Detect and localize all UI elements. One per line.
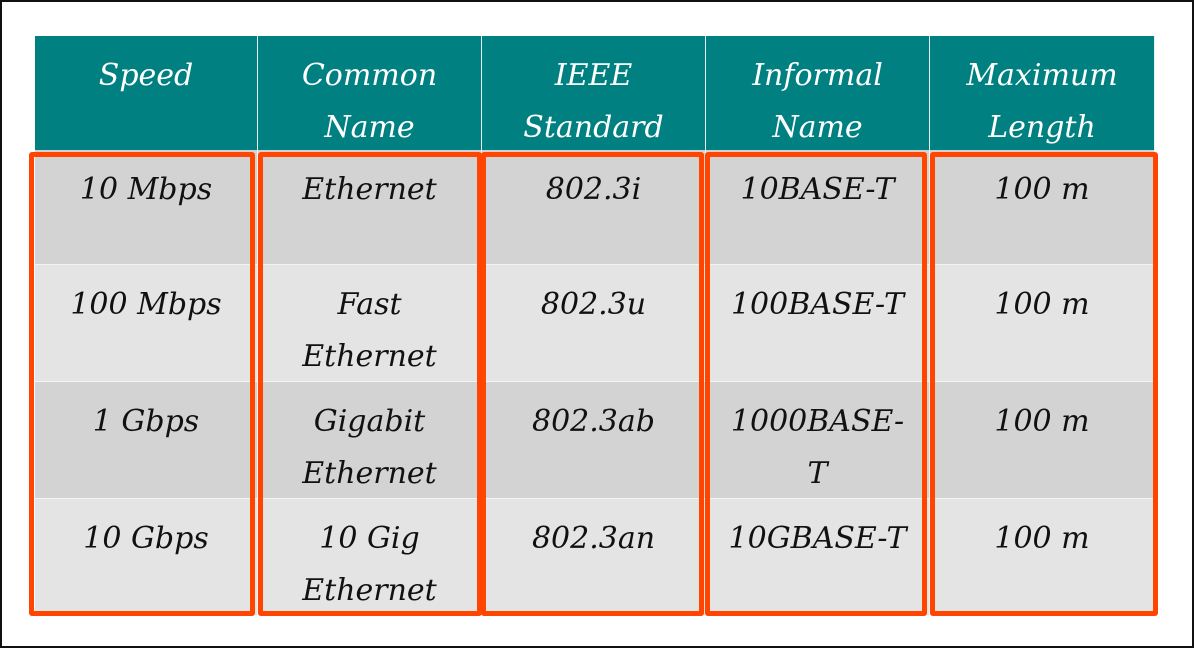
cell-common-name: 10 Gig Ethernet: [258, 499, 482, 616]
cell-maximum-length: 100 m: [930, 499, 1155, 616]
header-ieee-standard: IEEE Standard: [482, 36, 706, 150]
cell-common-name: Gigabit Ethernet: [258, 382, 482, 499]
cell-ieee-standard: 802.3i: [482, 150, 706, 265]
cell-speed: 1 Gbps: [35, 382, 258, 499]
cell-speed: 100 Mbps: [35, 265, 258, 382]
header-speed: Speed: [35, 36, 258, 150]
cell-maximum-length: 100 m: [930, 150, 1155, 265]
cell-informal-name: 100BASE-T: [706, 265, 930, 382]
cell-informal-name: 1000BASE- T: [706, 382, 930, 499]
cell-speed: 10 Mbps: [35, 150, 258, 265]
cell-ieee-standard: 802.3ab: [482, 382, 706, 499]
cell-common-name: Fast Ethernet: [258, 265, 482, 382]
cell-speed: 10 Gbps: [35, 499, 258, 616]
cell-informal-name: 10BASE-T: [706, 150, 930, 265]
ethernet-standards-table: Speed Common Name IEEE Standard Informal…: [35, 36, 1155, 616]
header-informal-name: Informal Name: [706, 36, 930, 150]
cell-ieee-standard: 802.3u: [482, 265, 706, 382]
header-common-name: Common Name: [258, 36, 482, 150]
cell-common-name: Ethernet: [258, 150, 482, 265]
cell-maximum-length: 100 m: [930, 265, 1155, 382]
cell-informal-name: 10GBASE-T: [706, 499, 930, 616]
cell-ieee-standard: 802.3an: [482, 499, 706, 616]
cell-maximum-length: 100 m: [930, 382, 1155, 499]
header-maximum-length: Maximum Length: [930, 36, 1155, 150]
